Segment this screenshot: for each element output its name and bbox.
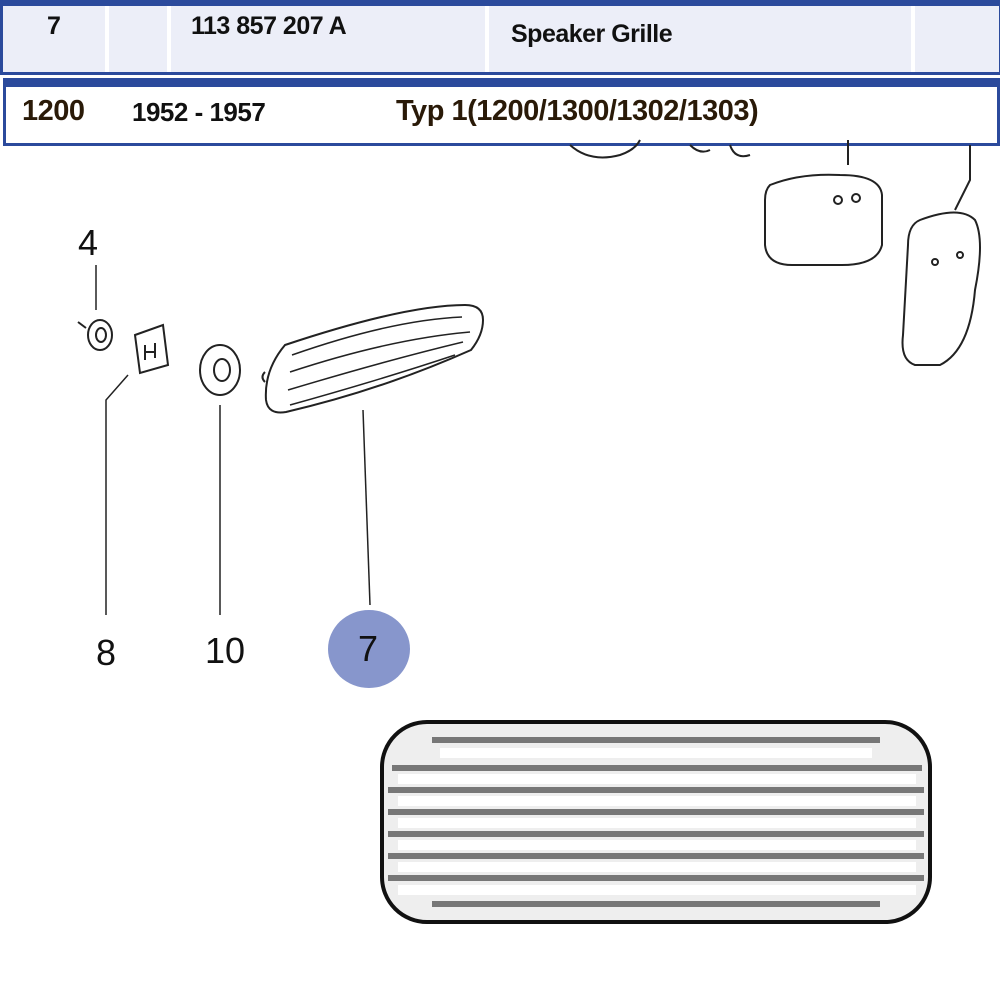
partial-part-fragment <box>569 139 641 159</box>
hole <box>833 195 843 205</box>
speaker-grille-photo <box>380 720 932 924</box>
callout-8: 8 <box>96 632 117 673</box>
column-divider <box>911 6 915 72</box>
bumper-block-part <box>764 173 883 266</box>
column-divider <box>485 6 489 72</box>
speaker-grille-part <box>264 303 485 414</box>
callout-4: 4 <box>78 222 99 263</box>
callout-7: 7 <box>358 628 379 669</box>
hole <box>956 251 964 259</box>
table-top-border <box>0 0 1000 6</box>
nut-part <box>87 319 113 351</box>
model-code: 1200 <box>22 95 85 127</box>
washer-part <box>199 344 241 396</box>
hole <box>851 193 861 203</box>
column-divider <box>167 6 171 72</box>
parts-table-row[interactable]: 7 113 857 207 A Speaker Grille <box>0 6 1000 75</box>
item-number: 7 <box>47 12 61 40</box>
part-number: 113 857 207 A <box>191 12 347 40</box>
model-row: 1200 1952 - 1957 Typ 1(1200/1300/1302/13… <box>3 78 1000 146</box>
model-years: 1952 - 1957 <box>132 97 266 127</box>
partial-part-fragment <box>689 144 751 158</box>
clip-part <box>133 323 170 375</box>
hole <box>931 258 939 266</box>
column-divider <box>105 6 109 72</box>
leader-line <box>105 374 129 615</box>
part-description: Speaker Grille <box>511 20 673 48</box>
leader-line <box>847 140 971 211</box>
pad-part <box>901 211 981 366</box>
highlight-badge <box>328 610 410 688</box>
model-type: Typ 1(1200/1300/1302/1303) <box>396 95 759 127</box>
callout-10: 10 <box>205 630 246 671</box>
leader-line <box>362 409 371 606</box>
